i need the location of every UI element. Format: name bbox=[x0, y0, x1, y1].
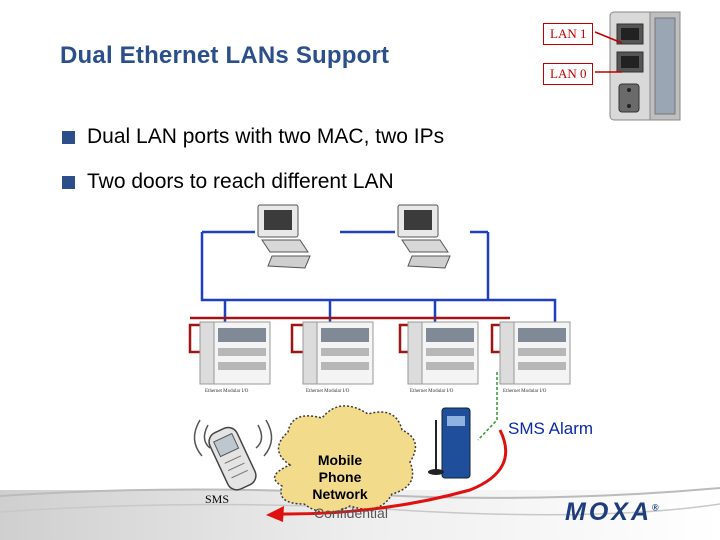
mobile-network-cloud-icon bbox=[273, 405, 417, 514]
network-diagram bbox=[188, 204, 571, 522]
cloud-line: Phone bbox=[318, 469, 362, 485]
sms-alarm-label: SMS Alarm bbox=[508, 419, 594, 438]
computer-icon bbox=[397, 204, 451, 269]
gsm-modem-icon bbox=[428, 407, 471, 479]
serial-link-line bbox=[477, 372, 498, 441]
bullet-item: Two doors to reach different LAN bbox=[62, 170, 394, 194]
sms-alert-arrow bbox=[279, 429, 508, 516]
sms-label: SMS bbox=[205, 492, 230, 506]
lan-pointers bbox=[594, 31, 623, 73]
bullet-text: Two doors to reach different LAN bbox=[87, 170, 394, 193]
cloud-line: Mobile bbox=[317, 452, 363, 468]
arrow-head-icon bbox=[266, 506, 284, 522]
computer-icon bbox=[257, 204, 311, 269]
lan1-label: LAN 1 bbox=[543, 23, 594, 45]
module-caption: Ethernet Modular I/O bbox=[503, 389, 547, 394]
module-caption: Ethernet Modular I/O bbox=[306, 389, 350, 394]
module-caption: Ethernet Modular I/O bbox=[410, 389, 454, 394]
io-module bbox=[199, 321, 271, 385]
moxa-logo: MOXA® bbox=[565, 498, 659, 527]
registered-mark: ® bbox=[652, 502, 659, 513]
moxa-logo-text: MOXA bbox=[565, 498, 652, 526]
bullet-item: Dual LAN ports with two MAC, two IPs bbox=[62, 125, 444, 149]
confidential-label: Confidential bbox=[314, 505, 388, 521]
mobile-phone-icon bbox=[193, 419, 273, 491]
bullet-square-icon bbox=[62, 175, 75, 189]
io-module bbox=[407, 321, 479, 385]
cloud-line: Network bbox=[312, 486, 368, 502]
cloud-label: Mobile Phone Network bbox=[300, 452, 380, 503]
io-device-image bbox=[609, 11, 681, 121]
bullet-square-icon bbox=[62, 130, 75, 144]
lan-blue-lines bbox=[200, 230, 557, 325]
module-caption: Ethernet Modular I/O bbox=[205, 389, 249, 394]
lan0-label: LAN 0 bbox=[543, 63, 594, 85]
slide-title: Dual Ethernet LANs Support bbox=[60, 42, 390, 69]
bullet-text: Dual LAN ports with two MAC, two IPs bbox=[87, 125, 445, 148]
io-module bbox=[302, 321, 374, 385]
io-module bbox=[499, 321, 571, 385]
